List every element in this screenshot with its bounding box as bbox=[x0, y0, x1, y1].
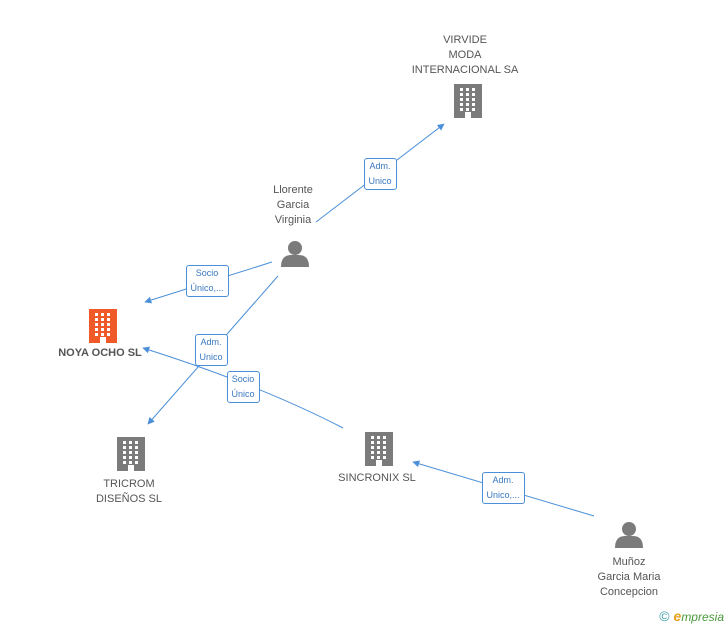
node-label-line: SINCRONIX SL bbox=[338, 472, 416, 484]
node-label-sincronix[interactable]: SINCRONIX SL bbox=[327, 471, 427, 486]
edge-label-text: Unico bbox=[368, 176, 392, 186]
node-label-line: INTERNACIONAL SA bbox=[411, 64, 519, 76]
edge-label-text: Adm. bbox=[369, 161, 391, 171]
footer-brand: © empresia bbox=[659, 606, 724, 626]
building-icon[interactable] bbox=[365, 432, 393, 466]
node-label-noya[interactable]: NOYA OCHO SL bbox=[45, 346, 155, 361]
edge-label-text: Adm. bbox=[492, 475, 514, 485]
node-label-line: Muñoz bbox=[612, 556, 646, 568]
building-icon[interactable] bbox=[117, 437, 145, 471]
building-icon[interactable] bbox=[454, 84, 482, 118]
node-label-line: Virginia bbox=[274, 214, 312, 226]
edge-label-text: Unico,... bbox=[486, 490, 520, 500]
edge-label-text: Unico bbox=[199, 352, 223, 362]
node-label-line: MODA bbox=[448, 49, 482, 61]
node-label-line: Llorente bbox=[273, 184, 313, 196]
edge-label-text: Socio bbox=[195, 268, 219, 278]
node-label-line: Garcia Maria bbox=[597, 571, 661, 583]
node-label-line: DISEÑOS SL bbox=[95, 493, 163, 505]
copyright-icon: © bbox=[659, 608, 670, 624]
edge-label-llorente-virvide[interactable]: Adm. Unico bbox=[363, 158, 397, 190]
edge-label-text: Socio bbox=[231, 374, 255, 384]
node-label-line: TRICROM bbox=[103, 478, 155, 490]
edge-label-text: Adm. bbox=[200, 337, 222, 347]
brand-logo: empresia bbox=[673, 608, 724, 624]
edge-label-llorente-tricrom[interactable]: Adm. Unico bbox=[194, 334, 228, 366]
node-label-tricrom[interactable]: TRICROM DISEÑOS SL bbox=[79, 477, 179, 507]
node-label-line: NOYA OCHO SL bbox=[58, 347, 142, 359]
person-icon[interactable] bbox=[281, 241, 309, 267]
edge-label-text: Único bbox=[231, 389, 255, 399]
edge-label-text: Único,... bbox=[190, 283, 224, 293]
node-label-line: Concepcion bbox=[599, 586, 659, 598]
person-icon[interactable] bbox=[615, 522, 643, 548]
building-icon[interactable] bbox=[89, 309, 117, 343]
node-label-line: VIRVIDE bbox=[443, 34, 487, 46]
edge-label-munoz-sincronix[interactable]: Adm. Unico,... bbox=[481, 472, 525, 504]
node-label-virvide[interactable]: VIRVIDE MODA INTERNACIONAL SA bbox=[400, 33, 530, 78]
node-label-line: Garcia bbox=[276, 199, 310, 211]
